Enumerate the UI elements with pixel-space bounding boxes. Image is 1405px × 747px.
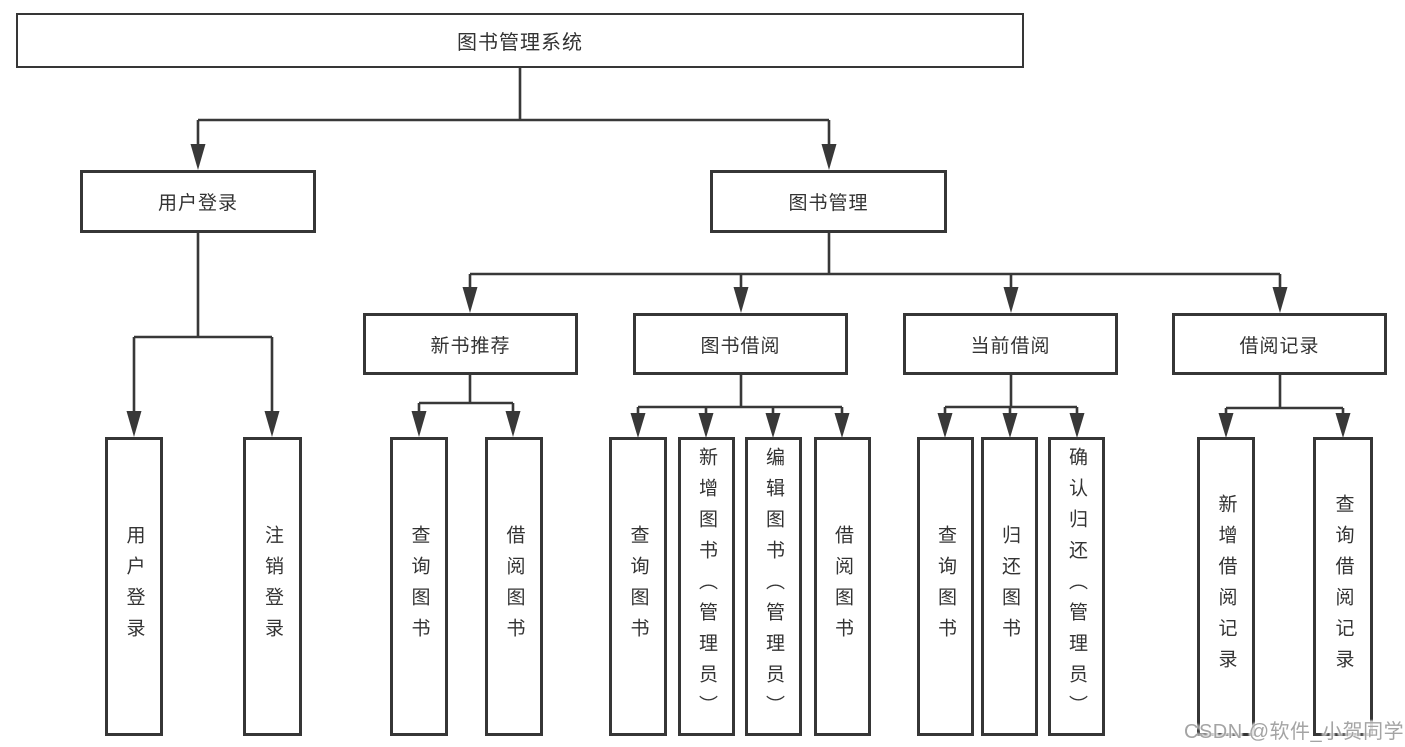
arrowhead-icon <box>765 413 781 438</box>
arrowhead-icon <box>1002 413 1018 438</box>
arrowhead-icon <box>834 413 850 438</box>
arrowhead-icon <box>630 413 646 438</box>
leaf-query-books-recommend: 查询图书 <box>390 437 448 736</box>
arrowhead-icon <box>1218 413 1234 438</box>
leaf-query-borrow-record: 查询借阅记录 <box>1313 437 1373 736</box>
leaf-user-login: 用户登录 <box>105 437 163 736</box>
leaf-confirm-return-admin: 确认归还（管理员） <box>1048 437 1105 736</box>
node-book-management: 图书管理 <box>710 170 947 233</box>
node-borrowing-records: 借阅记录 <box>1172 313 1387 375</box>
arrowhead-icon <box>1272 287 1288 313</box>
arrowhead-icon <box>126 411 142 437</box>
arrowhead-icon <box>733 287 749 313</box>
leaf-add-borrow-record: 新增借阅记录 <box>1197 437 1255 736</box>
leaf-query-books-borrow: 查询图书 <box>609 437 667 736</box>
arrowhead-icon <box>190 144 206 170</box>
leaf-logout: 注销登录 <box>243 437 302 736</box>
arrowhead-icon <box>505 411 521 437</box>
arrowhead-icon <box>411 411 427 437</box>
leaf-edit-book-admin: 编辑图书（管理员） <box>745 437 802 736</box>
node-library-management-system: 图书管理系统 <box>16 13 1024 68</box>
leaf-borrow-books-recommend: 借阅图书 <box>485 437 543 736</box>
node-current-borrowing: 当前借阅 <box>903 313 1118 375</box>
arrowhead-icon <box>1069 413 1085 438</box>
arrowhead-icon <box>264 411 280 437</box>
arrowhead-icon <box>1003 287 1019 313</box>
leaf-add-book-admin: 新增图书（管理员） <box>678 437 735 736</box>
leaf-borrow-books: 借阅图书 <box>814 437 871 736</box>
arrowhead-icon <box>821 144 837 170</box>
node-user-login: 用户登录 <box>80 170 316 233</box>
arrowhead-icon <box>1335 413 1351 438</box>
node-book-borrowing: 图书借阅 <box>633 313 848 375</box>
node-new-book-recommendation: 新书推荐 <box>363 313 578 375</box>
leaf-query-books-current: 查询图书 <box>917 437 974 736</box>
arrowhead-icon <box>937 413 953 438</box>
csdn-watermark: CSDN @软件_小贺同学 <box>1184 721 1405 743</box>
arrowhead-icon <box>462 287 478 313</box>
leaf-return-book: 归还图书 <box>981 437 1038 736</box>
arrowhead-icon <box>698 413 714 438</box>
